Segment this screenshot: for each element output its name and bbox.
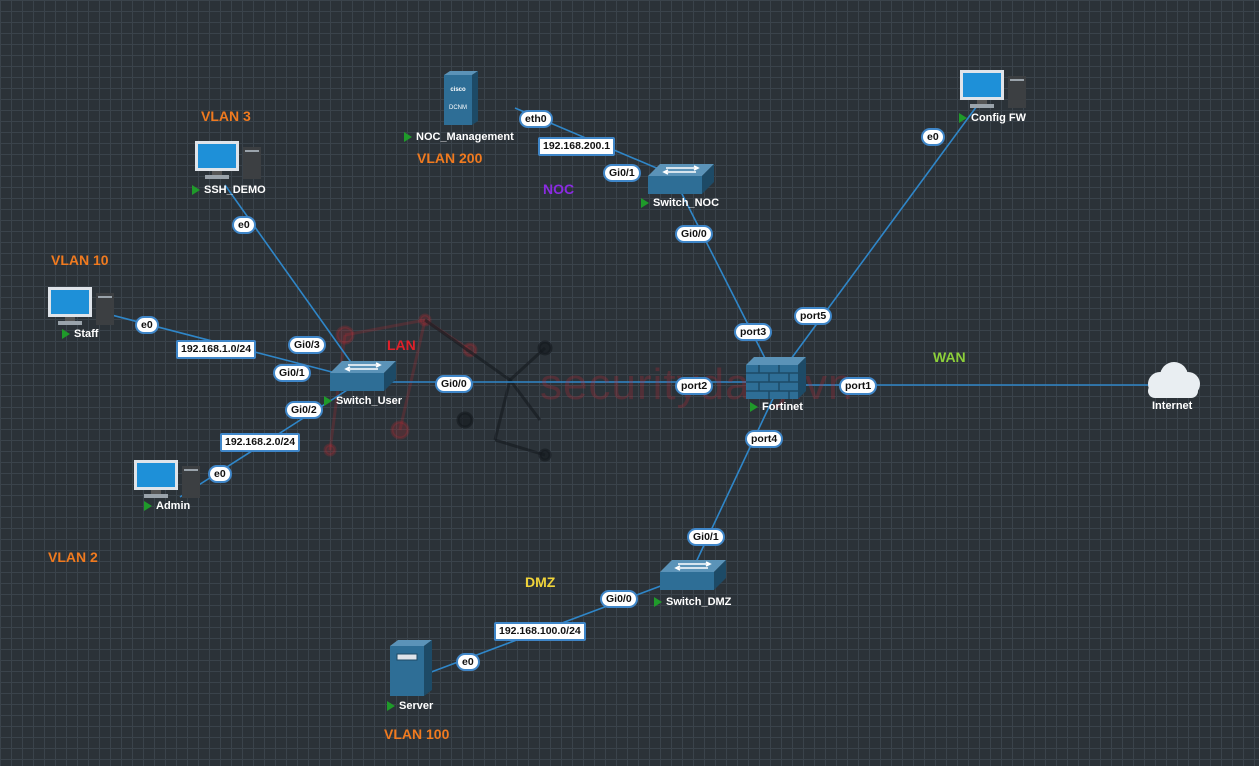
port-label: port4 — [745, 430, 784, 448]
zone-label-vlan10: VLAN 10 — [51, 252, 109, 268]
node-switch-user[interactable]: Switch_User — [324, 395, 402, 407]
zone-label-vlan100: VLAN 100 — [384, 726, 450, 742]
run-indicator-icon — [62, 329, 70, 339]
server-icon[interactable] — [388, 638, 434, 696]
link-fortinet-switch-dmz — [689, 389, 778, 576]
port-label: Gi0/1 — [687, 528, 725, 546]
node-admin[interactable]: Admin — [144, 500, 190, 512]
port-label: e0 — [456, 653, 480, 671]
port-label: Gi0/0 — [435, 375, 473, 393]
port-label: Gi0/0 — [675, 225, 713, 243]
run-indicator-icon — [654, 597, 662, 607]
node-label-text: Fortinet — [762, 401, 803, 413]
port-label: port1 — [839, 377, 878, 395]
node-fortinet[interactable]: Fortinet — [750, 401, 803, 413]
link-switch-noc-fortinet — [679, 189, 773, 373]
zone-label-dmz: DMZ — [525, 574, 556, 590]
port-label: e0 — [208, 465, 232, 483]
node-internet[interactable]: Internet — [1152, 400, 1193, 412]
port-label: e0 — [921, 128, 945, 146]
node-label-text: NOC_Management — [416, 131, 514, 143]
watermark-graph-dark — [424, 318, 553, 462]
workstation-icon[interactable] — [195, 141, 263, 181]
run-indicator-icon — [404, 132, 412, 142]
node-label-text: SSH_DEMO — [204, 184, 266, 196]
zone-label-lan: LAN — [387, 337, 416, 353]
firewall-icon[interactable] — [746, 357, 806, 399]
node-staff[interactable]: Staff — [62, 328, 98, 340]
port-label: port2 — [675, 377, 714, 395]
run-indicator-icon — [959, 113, 967, 123]
node-label-text: Switch_User — [336, 395, 403, 407]
zone-label-noc: NOC — [543, 181, 575, 197]
workstation-icon[interactable] — [48, 287, 116, 327]
subnet-label: 192.168.200.1 — [538, 137, 616, 156]
node-label-text: Admin — [156, 500, 191, 512]
node-label-text: Switch_DMZ — [666, 596, 732, 608]
zone-label-vlan200: VLAN 200 — [417, 150, 483, 166]
run-indicator-icon — [192, 185, 200, 195]
node-switch-dmz[interactable]: Switch_DMZ — [654, 596, 731, 608]
port-label: e0 — [232, 216, 256, 234]
port-label: Gi0/1 — [273, 364, 311, 382]
port-label: port3 — [734, 323, 773, 341]
run-indicator-icon — [144, 501, 152, 511]
subnet-label: 192.168.2.0/24 — [220, 433, 301, 452]
switch-icon[interactable] — [648, 162, 714, 194]
port-label: Gi0/0 — [600, 590, 638, 608]
port-label: port5 — [794, 307, 833, 325]
subnet-label: 192.168.1.0/24 — [176, 340, 257, 359]
run-indicator-icon — [324, 396, 332, 406]
switch-icon[interactable] — [330, 359, 396, 391]
node-label-text: Switch_NOC — [653, 197, 720, 209]
port-label: Gi0/3 — [288, 336, 326, 354]
switch-icon[interactable] — [660, 558, 726, 590]
node-noc-management[interactable]: NOC_Management — [404, 131, 514, 143]
node-ssh-demo[interactable]: SSH_DEMO — [192, 184, 266, 196]
zone-label-vlan2: VLAN 2 — [48, 549, 98, 565]
node-label-text: Config FW — [971, 112, 1026, 124]
node-config-fw[interactable]: Config FW — [959, 112, 1026, 124]
workstation-icon[interactable] — [960, 70, 1028, 110]
dcnm-server-icon[interactable]: cisco DCNM — [440, 69, 480, 127]
cisco-badge: cisco — [450, 87, 466, 93]
port-label: eth0 — [519, 110, 553, 128]
run-indicator-icon — [641, 198, 649, 208]
subnet-label: 192.168.100.0/24 — [494, 622, 586, 641]
port-label: Gi0/2 — [285, 401, 323, 419]
run-indicator-icon — [750, 402, 758, 412]
zone-label-wan: WAN — [933, 349, 966, 365]
node-label-text: Staff — [74, 328, 99, 340]
dcnm-badge: DCNM — [449, 105, 467, 111]
cloud-icon[interactable] — [1140, 360, 1204, 400]
node-server[interactable]: Server — [387, 700, 433, 712]
workstation-icon[interactable] — [134, 460, 202, 500]
node-switch-noc[interactable]: Switch_NOC — [641, 197, 719, 209]
port-label: e0 — [135, 316, 159, 334]
link-fortinet-config-fw — [776, 94, 986, 379]
run-indicator-icon — [387, 701, 395, 711]
node-label-text: Server — [399, 700, 434, 712]
port-label: Gi0/1 — [603, 164, 641, 182]
zone-label-vlan3: VLAN 3 — [201, 108, 251, 124]
